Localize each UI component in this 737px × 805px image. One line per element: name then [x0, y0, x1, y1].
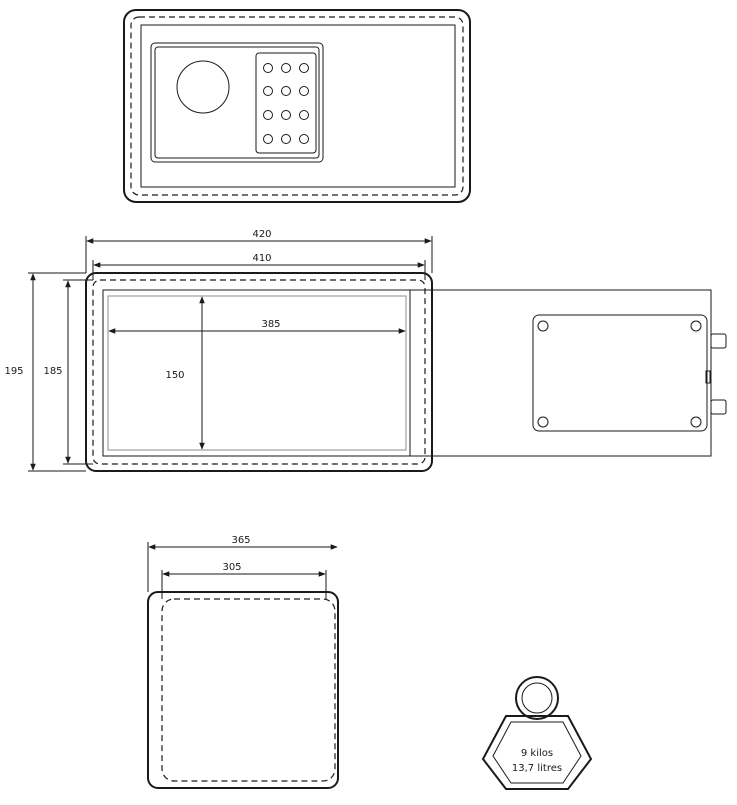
- keypad-key: [281, 86, 291, 96]
- keypad: [255, 52, 317, 154]
- control-panel-outer: [150, 42, 324, 163]
- weight-ring-icon: [515, 676, 559, 720]
- screw-icon: [537, 320, 549, 332]
- keypad-key: [281, 134, 291, 144]
- keypad-key: [281, 110, 291, 120]
- screw-icon: [537, 416, 549, 428]
- door-latch: [705, 370, 711, 384]
- keypad-key: [299, 110, 309, 120]
- side-outer-body: [147, 591, 339, 789]
- keypad-key: [263, 86, 273, 96]
- keypad-keys: [263, 63, 309, 144]
- weight-body-inner: [492, 721, 582, 784]
- weight-value: 9 kilos: [521, 748, 553, 759]
- keypad-key: [299, 134, 309, 144]
- open-seam-dashed: [92, 279, 426, 465]
- dim-label-inner-width: 410: [252, 253, 271, 264]
- dim-label-outer-depth: 365: [231, 535, 250, 546]
- open-cavity-frame: [102, 289, 411, 457]
- dim-label-interior-height: 150: [165, 370, 184, 381]
- keypad-key: [263, 63, 273, 73]
- front-seam-dashed: [130, 16, 464, 196]
- dial-knob-icon: [176, 60, 230, 114]
- side-seam-dashed: [161, 598, 336, 782]
- screw-icon: [690, 416, 702, 428]
- dim-label-interior-width: 385: [261, 319, 280, 330]
- volume-value: 13,7 litres: [512, 763, 562, 774]
- weight-body-icon: [481, 715, 593, 790]
- dim-label-outer-width: 420: [252, 229, 271, 240]
- dim-label-inner-height: 185: [43, 366, 62, 377]
- screw-icon: [690, 320, 702, 332]
- weight-ring-inner: [521, 682, 553, 714]
- front-outer-body: [123, 9, 471, 203]
- open-outer-body: [85, 272, 433, 472]
- locking-bolt: [710, 333, 727, 349]
- weight-badge: 9 kilos 13,7 litres: [481, 676, 593, 790]
- keypad-key: [281, 63, 291, 73]
- dim-label-outer-height: 195: [4, 366, 23, 377]
- keypad-key: [263, 110, 273, 120]
- dim-label-inner-depth: 305: [222, 562, 241, 573]
- keypad-key: [299, 63, 309, 73]
- front-view: [123, 9, 471, 203]
- front-door: [140, 24, 456, 188]
- door-lock-plate: [532, 314, 708, 432]
- keypad-key: [263, 134, 273, 144]
- control-panel-inner: [154, 46, 320, 159]
- open-view: 420 410 385 150 195 185: [4, 229, 727, 472]
- locking-bolt: [710, 399, 727, 415]
- keypad-key: [299, 86, 309, 96]
- open-door: [409, 289, 712, 457]
- side-view: 365 305: [147, 535, 339, 789]
- open-cavity-interior: [107, 295, 407, 451]
